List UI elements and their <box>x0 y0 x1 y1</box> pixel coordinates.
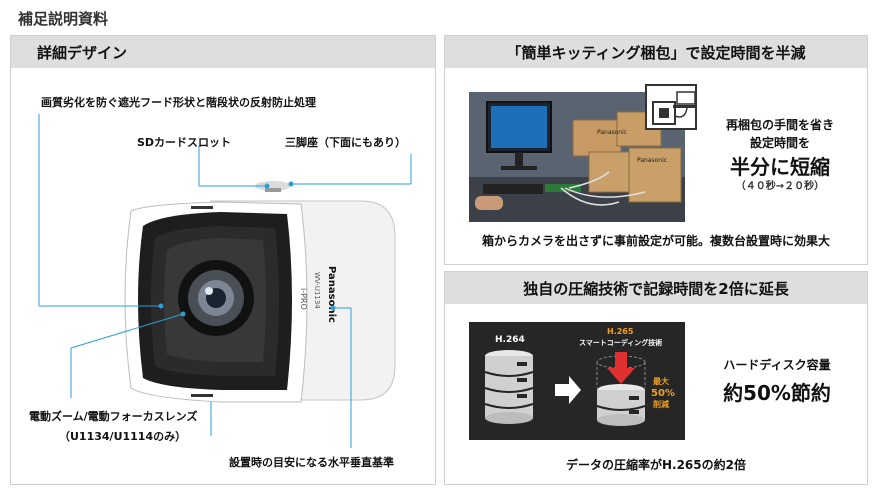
arrow-down-icon <box>607 352 635 384</box>
compression-panel: 独自の圧縮技術で記録時間を2倍に延長 H.264 H.265 スマートコーディン… <box>444 271 868 485</box>
camera-illustration: Panasonic WV-U1134 i-PRO <box>38 114 412 448</box>
h264-label: H.264 <box>495 335 525 345</box>
svg-text:Panasonic: Panasonic <box>597 129 627 136</box>
compression-caption: データの圧縮率がH.265の約2倍 <box>565 458 746 472</box>
kitting-photo: Panasonic Panasonic <box>469 92 685 222</box>
kitting-box-pc-icon <box>645 84 697 130</box>
compression-panel-header: 独自の圧縮技術で記録時間を2倍に延長 <box>445 272 867 304</box>
kitting-caption: 箱からカメラを出さずに事前設定が可能。複数台設置時に効果大 <box>481 234 830 248</box>
badge-line3: 削減 <box>653 399 669 409</box>
h265-tech-label: スマートコーディング技術 <box>579 338 662 347</box>
anno-zoom-lens-2: （U1134/U1114のみ） <box>59 430 187 443</box>
kitting-panel-header: 「簡単キッティング梱包」で設定時間を半減 <box>445 36 867 68</box>
anno-zoom-lens-1: 電動ズーム/電動フォーカスレンズ <box>29 410 198 423</box>
design-panel-header: 詳細デザイン <box>11 36 435 68</box>
compression-description: ハードディスク容量 約50%節約 <box>697 356 857 406</box>
badge-line2: 50% <box>651 388 675 399</box>
h264-database-icon <box>484 350 534 424</box>
anno-tripod: 三脚座（下面にもあり） <box>285 136 406 149</box>
compression-desc-line1: ハードディスク容量 <box>723 358 831 372</box>
compression-diagram: H.264 H.265 スマートコーディング技術 <box>469 322 685 440</box>
kitting-description: 再梱包の手間を省き 設定時間を 半分に短縮 （４０秒→２０秒） <box>695 116 865 194</box>
arrow-right-icon <box>555 376 581 404</box>
anno-level-mark: 設置時の目安になる水平垂直基準 <box>229 456 394 469</box>
badge-line1: 最大 <box>653 376 669 386</box>
kitting-desc-line1: 再梱包の手間を省き <box>725 118 834 132</box>
page-title: 補足説明資料 <box>18 10 109 28</box>
kitting-desc-line2: 設定時間を <box>749 136 810 150</box>
level-mark-bottom <box>191 394 213 397</box>
kitting-emphasis: 半分に短縮 <box>730 155 830 179</box>
camera-series-text: i-PRO <box>299 288 308 310</box>
svg-text:Panasonic: Panasonic <box>637 157 667 164</box>
anno-hood: 画質劣化を防ぐ遮光フード形状と階段状の反射防止処理 <box>41 96 316 109</box>
kitting-panel: 「簡単キッティング梱包」で設定時間を半減 Panasonic Panasonic <box>444 35 868 265</box>
tripod-mount <box>255 181 291 191</box>
compression-emphasis: 約50%節約 <box>723 381 831 405</box>
h265-label: H.265 <box>607 327 634 336</box>
sd-slot-mark <box>265 188 281 192</box>
anno-sd-slot: SDカードスロット <box>137 136 232 149</box>
kitting-time-note: （４０秒→２０秒） <box>735 181 825 192</box>
design-panel: 詳細デザイン Panasonic WV-U1134 i-PRO <box>10 35 436 485</box>
camera-brand-text: Panasonic <box>326 266 337 323</box>
camera-model-text: WV-U1134 <box>313 272 321 309</box>
